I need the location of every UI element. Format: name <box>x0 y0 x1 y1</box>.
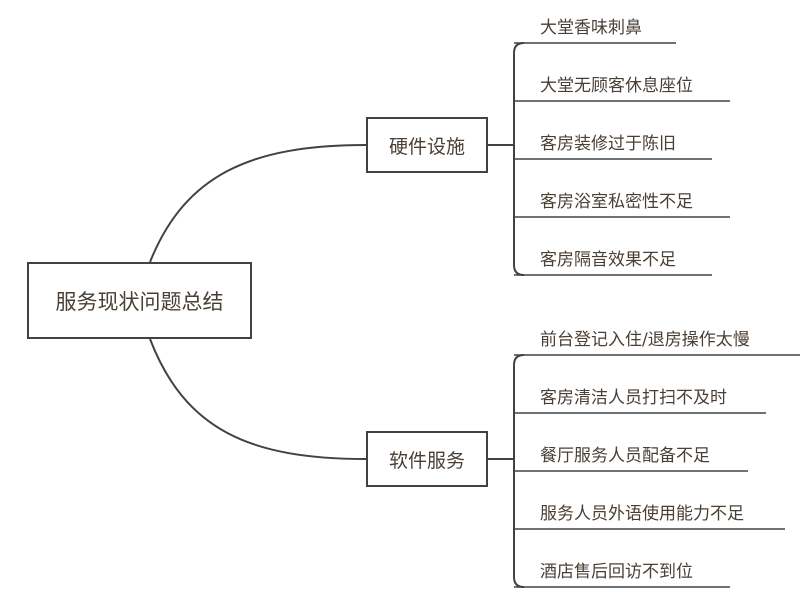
root-node[interactable]: 服务现状问题总结 <box>27 262 252 339</box>
connector-root-hardware <box>149 144 367 263</box>
leaf-hardware-3[interactable]: 客房浴室私密性不足 <box>540 192 693 212</box>
leaf-software-0[interactable]: 前台登记入住/退房操作太慢 <box>540 330 750 350</box>
leaf-software-4[interactable]: 酒店售后回访不到位 <box>540 562 693 582</box>
leaf-hardware-1[interactable]: 大堂无顾客休息座位 <box>540 76 693 96</box>
leaf-hardware-2[interactable]: 客房装修过于陈旧 <box>540 134 676 154</box>
leaf-hardware-0[interactable]: 大堂香味刺鼻 <box>540 18 642 38</box>
branch-node-software[interactable]: 软件服务 <box>366 431 488 487</box>
branch-label-software: 软件服务 <box>388 449 465 472</box>
root-label: 服务现状问题总结 <box>55 289 224 314</box>
branch-label-hardware: 硬件设施 <box>388 135 465 158</box>
leaf-hardware-4[interactable]: 客房隔音效果不足 <box>540 250 676 270</box>
branch-node-hardware[interactable]: 硬件设施 <box>366 117 488 173</box>
leaf-software-3[interactable]: 服务人员外语使用能力不足 <box>540 504 744 524</box>
leaf-software-2[interactable]: 餐厅服务人员配备不足 <box>540 446 710 466</box>
leaf-software-1[interactable]: 客房清洁人员打扫不及时 <box>540 388 727 408</box>
connector-root-software <box>149 338 367 460</box>
